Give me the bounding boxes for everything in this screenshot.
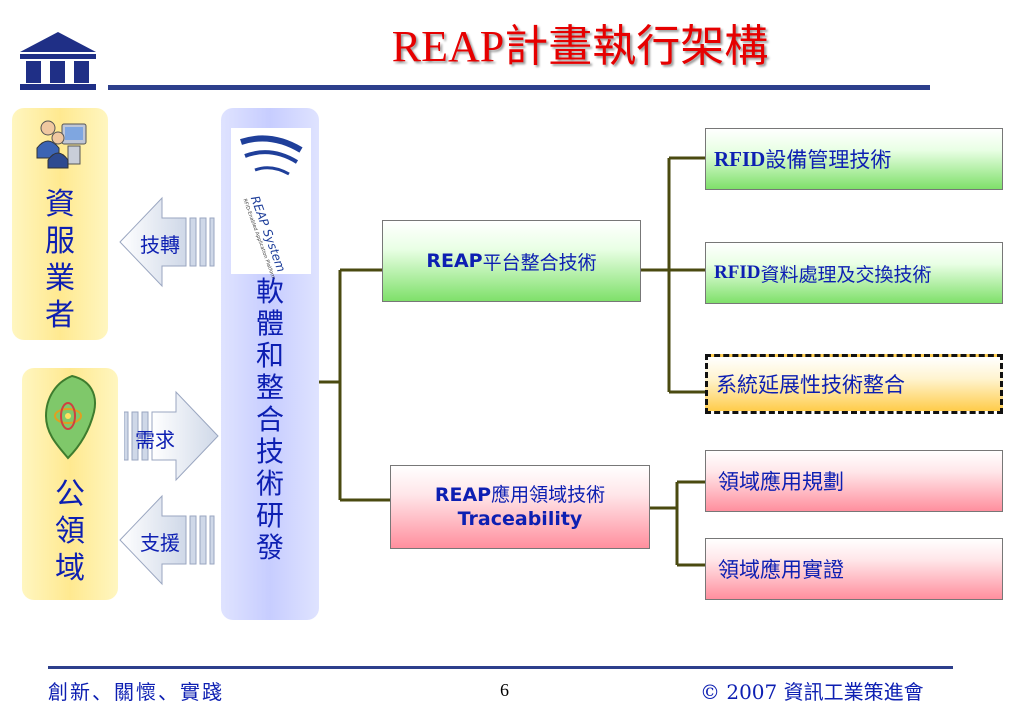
demand-label: 需求 bbox=[135, 428, 175, 452]
label-char: 研 bbox=[255, 499, 284, 532]
reap-swoosh-icon bbox=[240, 135, 303, 176]
taiwan-map-icon bbox=[44, 374, 96, 460]
software-integration-label: 軟 體 和 整 合 技 術 研 發 bbox=[221, 276, 319, 564]
label-char: 公 bbox=[55, 477, 85, 512]
label-char: 軟 bbox=[255, 275, 284, 308]
users-computer-icon bbox=[36, 120, 87, 169]
page-number: 6 bbox=[500, 680, 509, 700]
title-divider bbox=[108, 85, 930, 90]
demand-arrow bbox=[124, 390, 219, 482]
application-title: REAP應用領域技術 bbox=[435, 483, 605, 507]
service-provider-label: 資 服 業 者 bbox=[12, 186, 108, 334]
domain-verification-box: 領域應用實證 bbox=[705, 538, 1003, 600]
label-char: 體 bbox=[255, 307, 284, 340]
support-arrow bbox=[119, 494, 215, 586]
application-domain-box: REAP應用領域技術 Traceability bbox=[390, 465, 650, 549]
label-char: 術 bbox=[255, 467, 284, 500]
domain-verify-text: 領域應用實證 bbox=[718, 558, 844, 582]
traceability-label: Traceability bbox=[457, 508, 583, 530]
service-provider-panel: 資 服 業 者 bbox=[12, 108, 108, 340]
transfer-arrow bbox=[119, 196, 215, 288]
public-domain-panel: 公 領 域 bbox=[22, 368, 118, 600]
platform-text: 平台整合技術 bbox=[482, 251, 597, 274]
page-title: REAP計畫執行架構 bbox=[391, 22, 769, 71]
footer-copyright: © 2007 資訊工業策進會 bbox=[700, 680, 924, 704]
rfid-data-text: 資料處理及交換技術 bbox=[760, 263, 932, 286]
extension-text: 系統延展性技術整合 bbox=[716, 373, 905, 397]
platform-prefix: REAP bbox=[426, 250, 483, 272]
label-char: 和 bbox=[255, 339, 284, 372]
domain-planning-box: 領域應用規劃 bbox=[705, 450, 1003, 512]
label-char: 業 bbox=[45, 261, 75, 296]
footer-slogan: 創新、關懷、實踐 bbox=[48, 680, 224, 704]
label-char: 服 bbox=[45, 224, 75, 259]
software-integration-panel: REAP System RFID-Enabled Application Pla… bbox=[221, 108, 319, 620]
label-char: 資 bbox=[45, 187, 75, 222]
rfid-device-prefix: RFID bbox=[714, 146, 766, 171]
label-char: 域 bbox=[55, 551, 85, 586]
application-text: 應用領域技術 bbox=[491, 484, 606, 506]
label-char: 領 bbox=[55, 514, 85, 549]
system-extension-box: 系統延展性技術整合 bbox=[705, 354, 1003, 414]
transfer-label: 技轉 bbox=[140, 233, 180, 257]
footer-divider bbox=[48, 666, 953, 669]
application-prefix: REAP bbox=[434, 484, 492, 506]
label-char: 發 bbox=[255, 531, 284, 564]
support-label: 支援 bbox=[140, 531, 180, 555]
label-char: 技 bbox=[255, 435, 284, 468]
domain-plan-text: 領域應用規劃 bbox=[718, 470, 844, 494]
rfid-device-text: 設備管理技術 bbox=[765, 148, 892, 172]
label-char: 整 bbox=[255, 371, 284, 404]
rfid-data-prefix: RFID bbox=[714, 262, 761, 283]
label-char: 者 bbox=[45, 298, 75, 333]
public-domain-label: 公 領 域 bbox=[22, 476, 118, 587]
iii-logo bbox=[20, 32, 96, 90]
reap-system-logo: REAP System RFID-Enabled Application Pla… bbox=[231, 128, 311, 281]
label-char: 合 bbox=[255, 403, 284, 436]
